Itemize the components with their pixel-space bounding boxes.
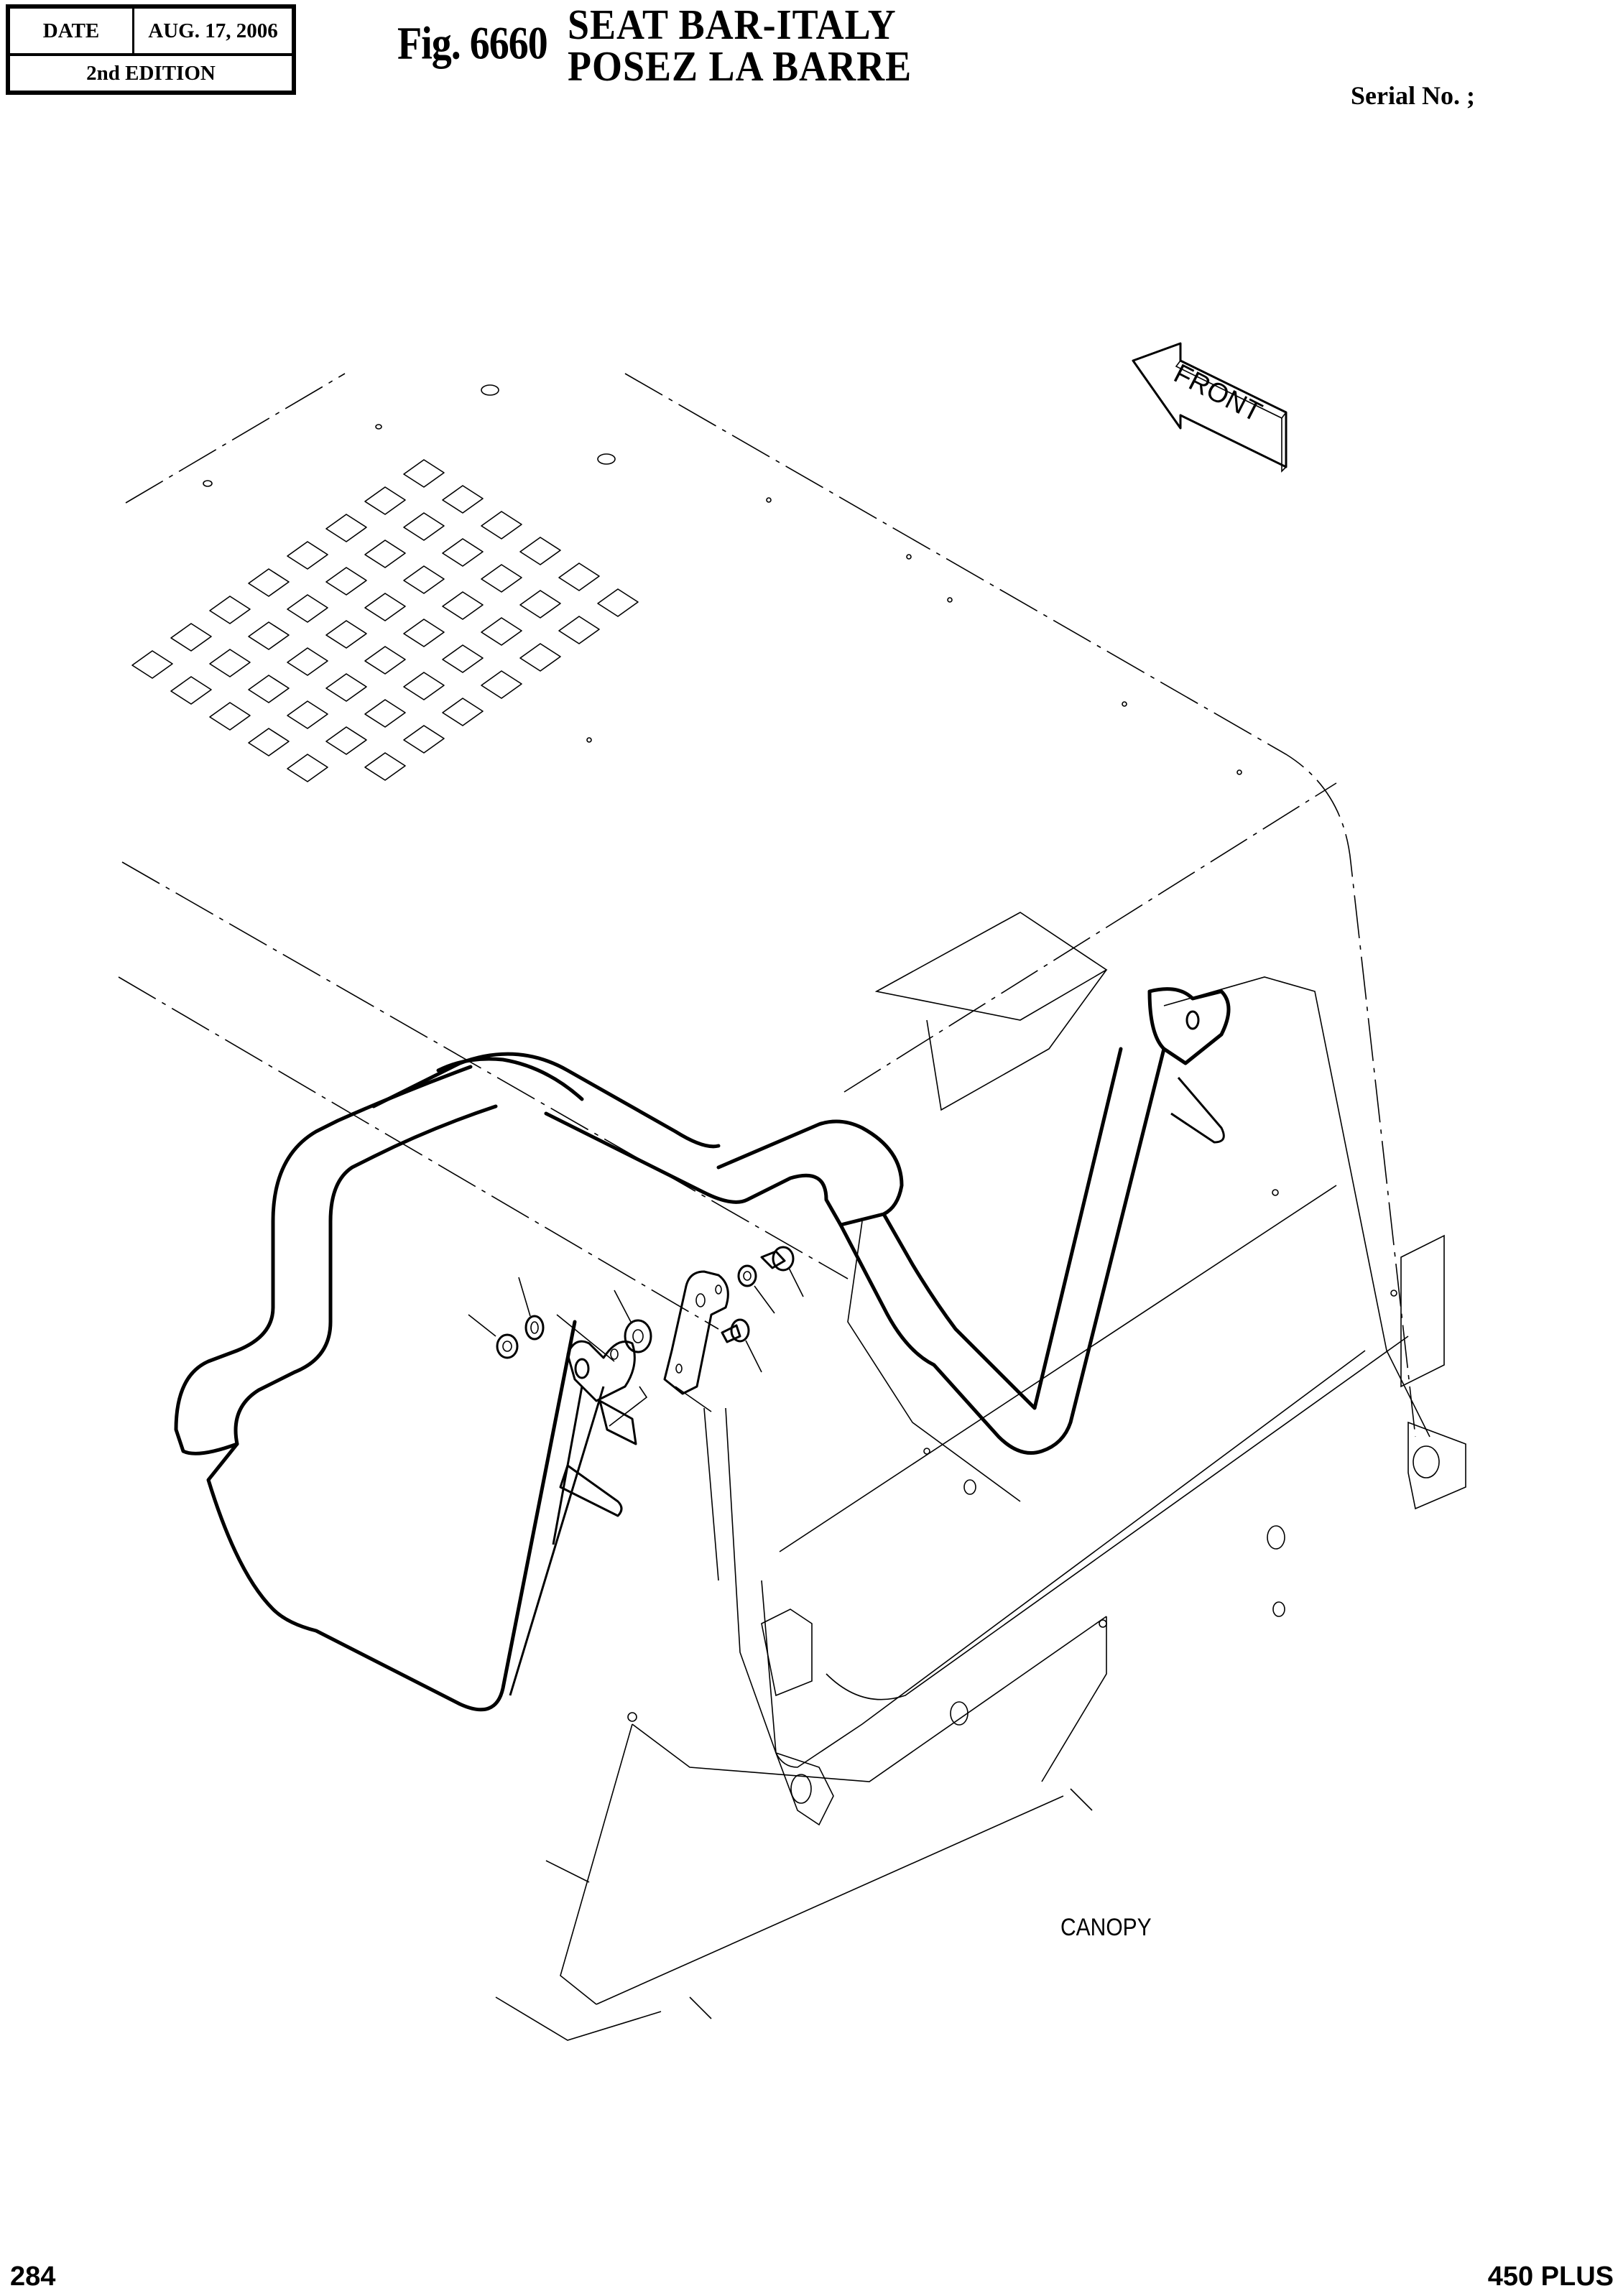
vent-slot [364, 699, 406, 728]
vent-slot [403, 619, 445, 647]
vent-slot [248, 568, 290, 597]
vent-slot [558, 563, 600, 591]
vent-slot [325, 514, 367, 542]
vent-slot [403, 672, 445, 700]
vent-slot [248, 728, 290, 756]
vent-slot [287, 647, 328, 676]
vent-slot [481, 670, 522, 699]
vent-slot [287, 594, 328, 623]
vent-slot [364, 646, 406, 675]
vent-slot [403, 725, 445, 754]
vent-slot [131, 650, 173, 679]
vent-slot [558, 616, 600, 644]
canopy-label: CANOPY [1060, 1914, 1152, 1941]
vent-slot [519, 537, 561, 565]
vent-slot [364, 752, 406, 781]
vent-slot [170, 676, 212, 705]
date-edition-box: DATE AUG. 17, 2006 2nd EDITION [6, 4, 296, 95]
bolt-lower [721, 1318, 762, 1373]
vent-slot [209, 702, 251, 731]
model-name: 450 PLUS [1487, 2262, 1614, 2292]
vent-slot [403, 565, 445, 594]
vent-slot [442, 698, 484, 726]
vent-slot [364, 486, 406, 515]
vent-slot [403, 512, 445, 541]
seat-bar [174, 987, 1231, 1712]
flat-washer [614, 1290, 652, 1353]
mounting-plate [663, 1270, 729, 1412]
vent-slot [325, 673, 367, 702]
front-direction-arrow: FRONT [1132, 342, 1288, 473]
bolt-upper [760, 1246, 804, 1297]
date-label: DATE [10, 9, 134, 53]
vent-slot [325, 567, 367, 596]
canopy-frame [495, 912, 1466, 2041]
vent-slot [481, 564, 522, 593]
date-row: DATE AUG. 17, 2006 [10, 9, 292, 56]
nut [468, 1314, 519, 1359]
vent-slot [248, 621, 290, 650]
vent-slot [519, 643, 561, 672]
vent-slot [364, 593, 406, 621]
date-value: AUG. 17, 2006 [148, 19, 278, 42]
vent-slot [364, 540, 406, 568]
edition-label: 2nd EDITION [86, 61, 216, 85]
vent-slot [209, 596, 251, 624]
vent-slot [287, 754, 328, 782]
figure-title-english: SEAT BAR-ITALY [568, 1, 897, 49]
vent-slot [442, 485, 484, 514]
lock-washer-2 [737, 1264, 775, 1314]
page-number: 284 [10, 2262, 56, 2292]
lock-washer [518, 1277, 545, 1341]
vent-slot [170, 623, 212, 652]
vent-slot [442, 644, 484, 673]
vent-slot [287, 700, 328, 729]
vent-slot [442, 591, 484, 620]
serial-number-label: Serial No. ; [1351, 81, 1475, 110]
canopy-roof [118, 373, 1416, 1438]
vent-slot [481, 617, 522, 646]
vent-slot [481, 511, 522, 540]
figure-title-french: POSEZ LA BARRE [568, 42, 912, 91]
vent-slot [325, 620, 367, 649]
roof-vent-grid [131, 459, 639, 782]
vent-slot [287, 541, 328, 570]
vent-slot [248, 675, 290, 703]
vent-slot [597, 588, 639, 617]
vent-slot [403, 459, 445, 488]
fasteners [468, 1246, 804, 1445]
seat-bar-pivot-bracket [556, 1314, 636, 1402]
figure-number: Fig. 6660 [397, 18, 548, 70]
vent-slot [209, 649, 251, 677]
vent-slot [325, 726, 367, 755]
vent-slot [519, 590, 561, 619]
vent-slot [442, 538, 484, 567]
